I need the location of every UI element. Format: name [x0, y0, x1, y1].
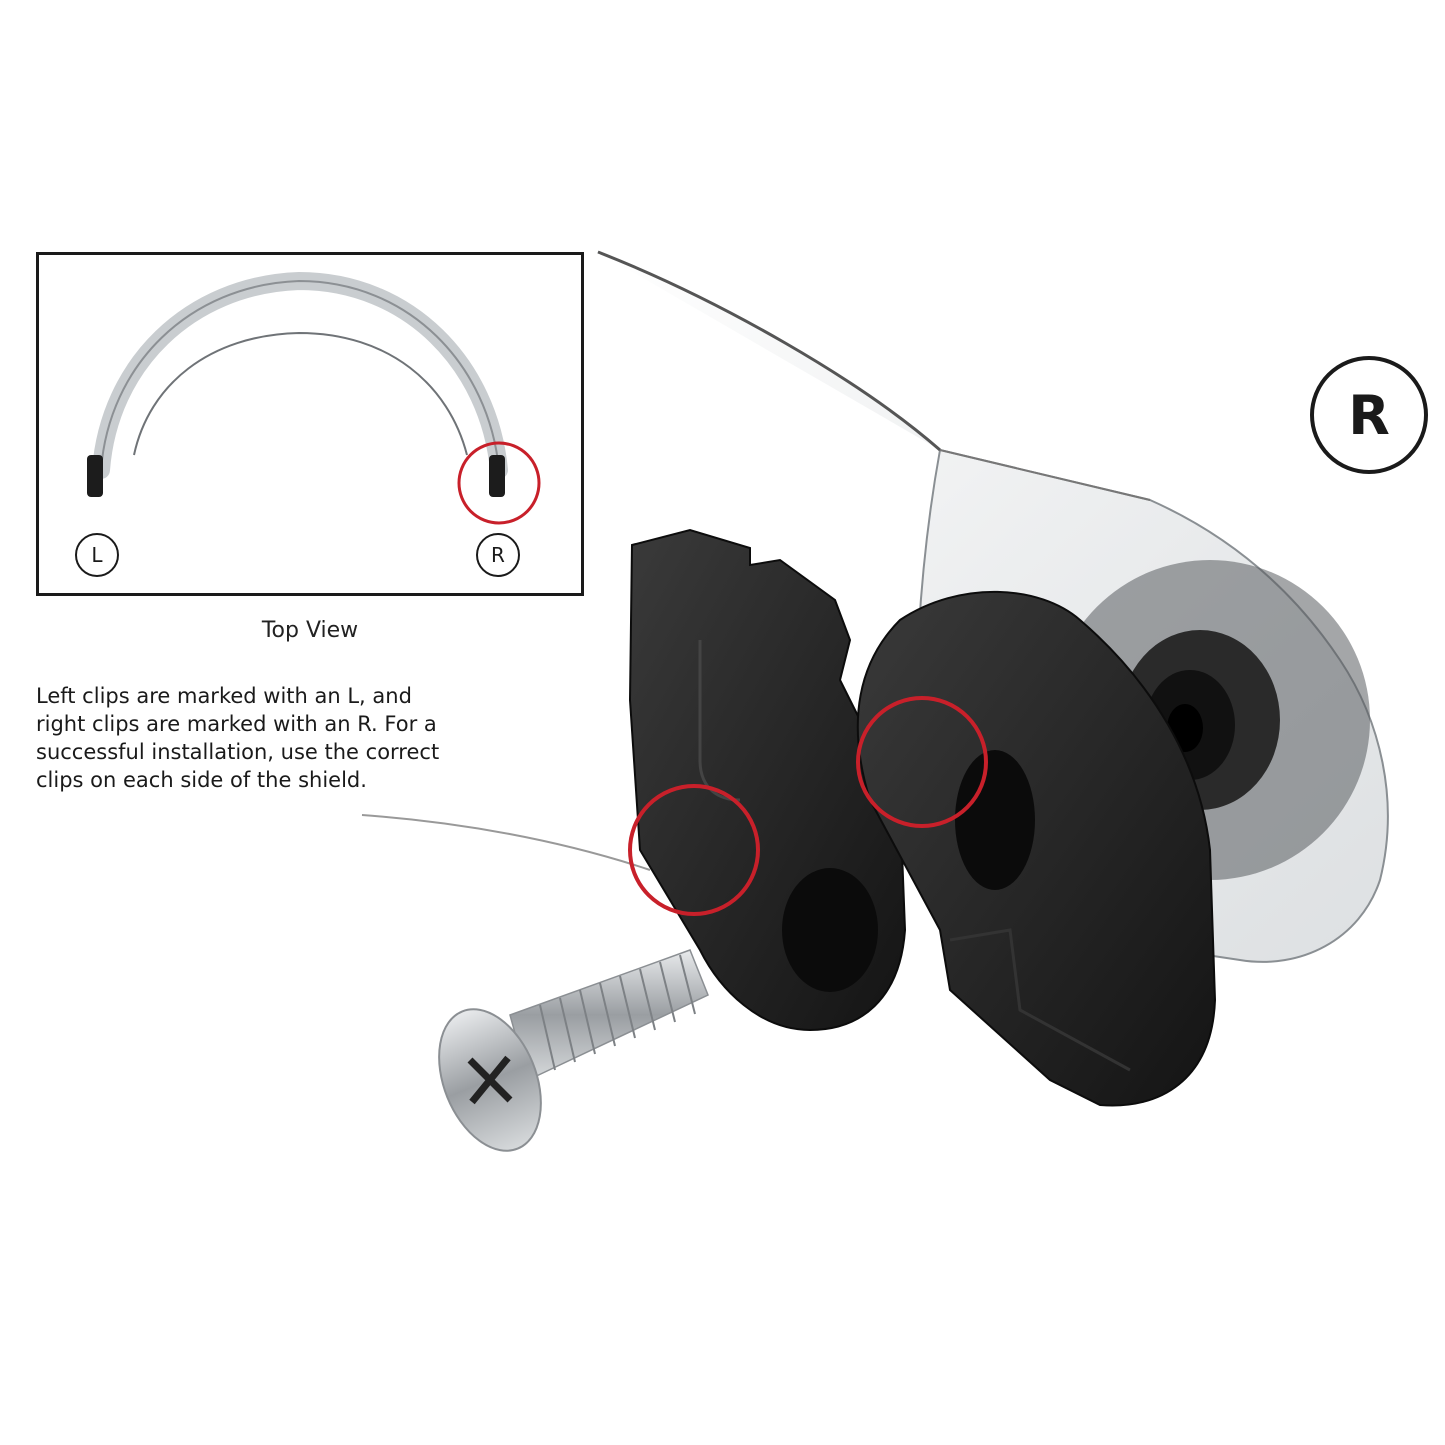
top-view-inset: L R — [36, 252, 584, 596]
right-marker-badge: R — [476, 533, 520, 577]
inset-caption: Top View — [261, 618, 359, 643]
rear-clip — [856, 590, 1217, 1107]
front-clip — [628, 528, 907, 1032]
rear-clip-marking-ring — [856, 696, 988, 828]
left-marker-badge: L — [75, 533, 119, 577]
shield-top-view-illustration — [87, 271, 541, 525]
right-clip-highlight-ring — [457, 441, 541, 525]
front-clip-marking-ring — [628, 784, 760, 916]
screw — [438, 949, 709, 1152]
left-clip-small — [87, 455, 103, 497]
shield-guide-line — [361, 814, 651, 871]
main-side-marker: R — [1310, 356, 1428, 474]
right-clip-small — [489, 455, 505, 497]
instruction-text: Left clips are marked with an L, and rig… — [36, 684, 440, 792]
